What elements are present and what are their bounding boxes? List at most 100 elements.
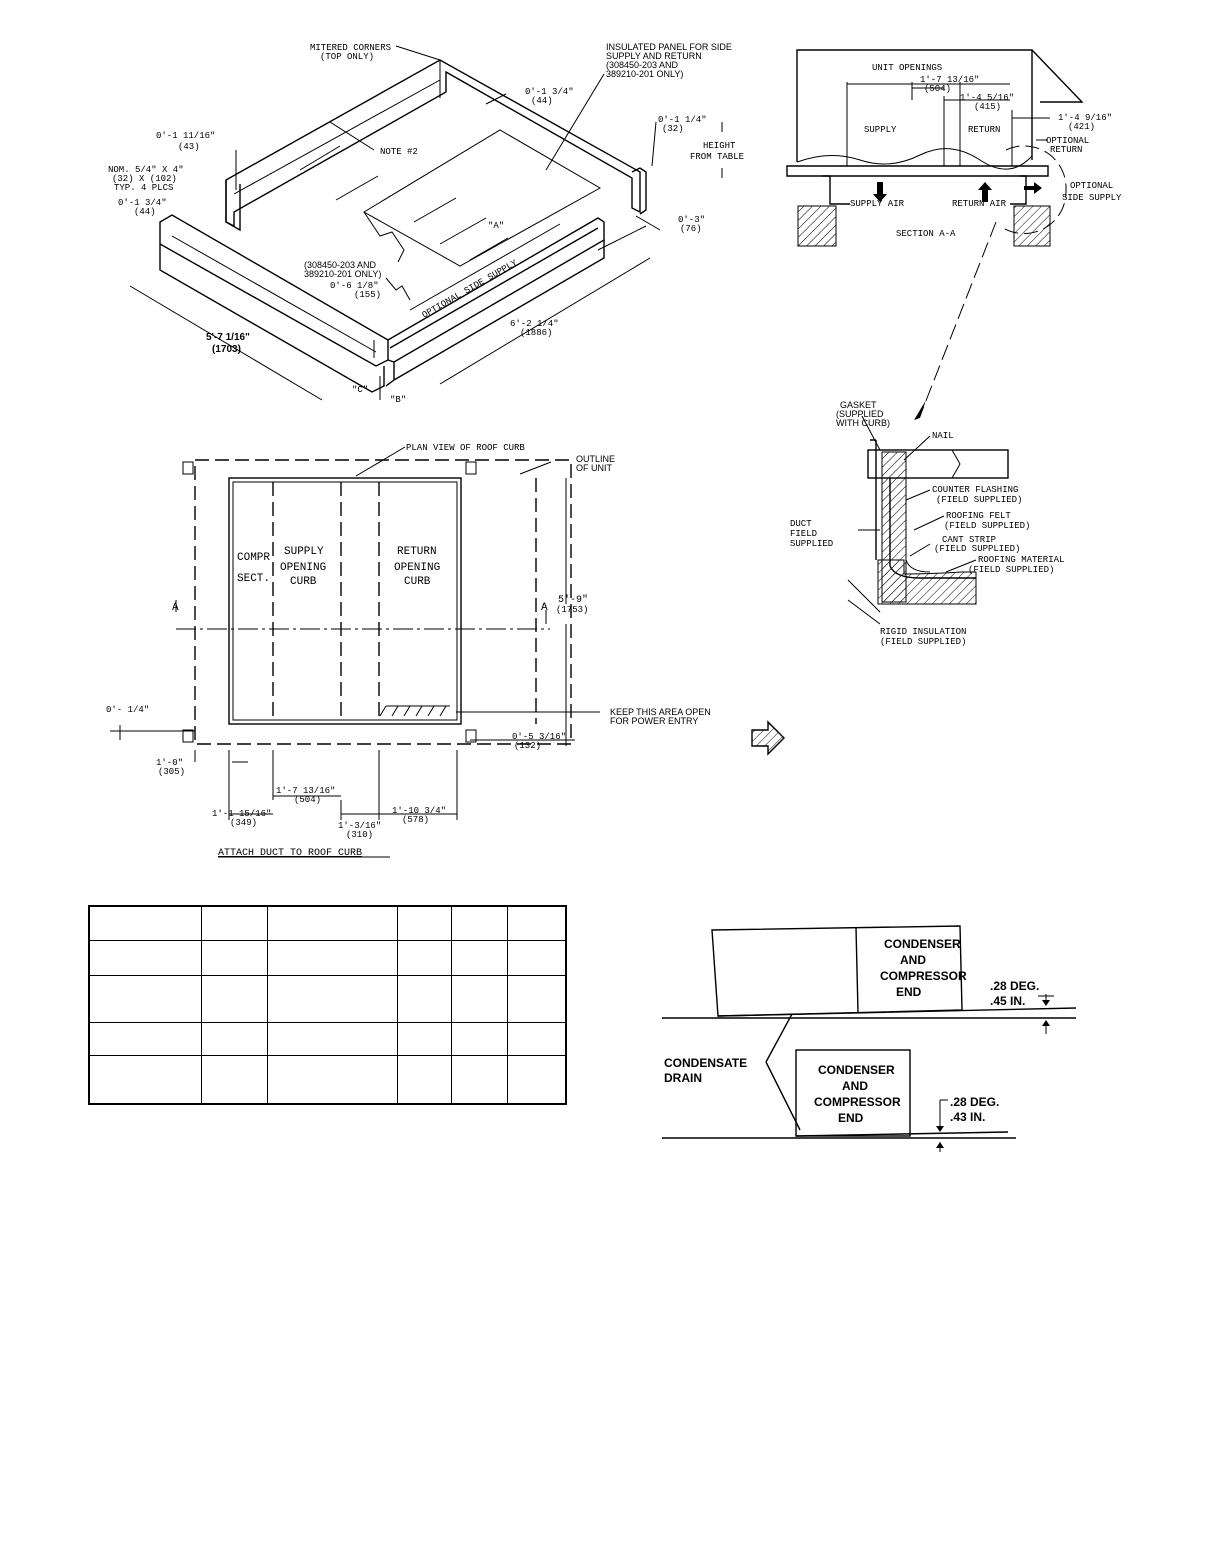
svg-text:ROOFING FELT: ROOFING FELT [946,511,1011,521]
svg-text:CURB: CURB [290,576,317,588]
svg-text:(421): (421) [1068,122,1095,132]
svg-text:CURB: CURB [404,576,431,588]
svg-text:OPTIONAL SIDE SUPPLY: OPTIONAL SIDE SUPPLY [421,258,520,321]
svg-text:COMPRESSOR: COMPRESSOR [814,1095,901,1109]
svg-text:SIDE SUPPLY: SIDE SUPPLY [1062,193,1122,203]
svg-text:KEEP THIS AREA OPEN: KEEP THIS AREA OPEN [610,707,711,717]
svg-text:RETURN: RETURN [968,125,1000,135]
svg-text:(308450-203 AND: (308450-203 AND [304,260,377,270]
svg-text:DRAIN: DRAIN [664,1071,702,1085]
svg-text:RETURN: RETURN [1050,145,1082,155]
svg-text:0'-6 1/8": 0'-6 1/8" [330,281,379,291]
svg-text:CONDENSER: CONDENSER [884,937,961,951]
svg-text:SUPPLY AIR: SUPPLY AIR [850,199,905,209]
svg-text:389210-201 ONLY): 389210-201 ONLY) [606,69,683,79]
svg-text:(FIELD SUPPLIED): (FIELD SUPPLIED) [944,521,1030,531]
svg-text:(305): (305) [158,767,185,777]
svg-text:0'-1 3/4": 0'-1 3/4" [525,87,574,97]
table-row [88,905,567,941]
svg-text:SUPPLY AND RETURN: SUPPLY AND RETURN [606,51,702,61]
svg-text:SUPPLY: SUPPLY [284,546,324,558]
svg-text:0'-1 1/4": 0'-1 1/4" [658,115,707,125]
svg-text:OPENING: OPENING [280,562,326,574]
svg-text:(415): (415) [974,102,1001,112]
svg-text:SUPPLIED: SUPPLIED [790,539,833,549]
svg-text:.28 DEG.: .28 DEG. [950,1095,999,1109]
svg-text:CANT STRIP: CANT STRIP [942,535,996,545]
svg-text:MITERED CORNERS: MITERED CORNERS [310,43,391,53]
svg-text:FROM TABLE: FROM TABLE [690,152,744,162]
svg-text:"B": "B" [390,395,406,405]
plan-view: PLAN VIEW OF ROOF CURB OUTLINE OF UNIT C… [106,443,711,859]
svg-text:RETURN: RETURN [397,546,437,558]
level-diagram: CONDENSER AND COMPRESSOR END .28 DEG. .4… [662,925,1077,1152]
svg-text:1'-7 13/16": 1'-7 13/16" [920,75,979,85]
hatched-arrow-icon [751,720,785,756]
svg-text:NOTE #2: NOTE #2 [380,147,418,157]
svg-text:PLAN VIEW OF ROOF CURB: PLAN VIEW OF ROOF CURB [406,443,525,453]
svg-text:FOR POWER ENTRY: FOR POWER ENTRY [610,716,698,726]
svg-text:OPTIONAL: OPTIONAL [1070,181,1113,191]
svg-text:(504): (504) [294,795,321,805]
svg-text:389210-201 ONLY): 389210-201 ONLY) [304,269,381,279]
svg-text:(349): (349) [230,818,257,828]
svg-text:(1753): (1753) [556,605,588,615]
svg-text:(504): (504) [924,84,951,94]
svg-text:1'-0": 1'-0" [156,758,183,768]
svg-text:GASKET: GASKET [840,400,877,410]
svg-text:(44): (44) [134,207,156,217]
svg-text:(FIELD SUPPLIED): (FIELD SUPPLIED) [934,544,1020,554]
svg-text:(FIELD SUPPLIED): (FIELD SUPPLIED) [880,637,966,647]
svg-text:END: END [838,1111,864,1125]
svg-text:INSULATED PANEL FOR SIDE: INSULATED PANEL FOR SIDE [606,42,732,52]
svg-text:0'-1 11/16": 0'-1 11/16" [156,131,215,141]
svg-text:A: A [541,602,548,614]
svg-text:(32) X (102): (32) X (102) [112,174,177,184]
svg-text:"A": "A" [488,221,504,231]
svg-text:(76): (76) [680,224,702,234]
svg-text:1'-3/16": 1'-3/16" [338,821,381,831]
svg-text:COUNTER FLASHING: COUNTER FLASHING [932,485,1018,495]
svg-text:ATTACH DUCT TO ROOF CURB: ATTACH DUCT TO ROOF CURB [218,848,362,859]
svg-text:0'-1 3/4": 0'-1 3/4" [118,198,167,208]
svg-text:SECTION A-A: SECTION A-A [896,229,956,239]
svg-text:(578): (578) [402,815,429,825]
table-row [88,1021,567,1056]
svg-text:OF UNIT: OF UNIT [576,463,612,473]
svg-text:OPENING: OPENING [394,562,440,574]
svg-text:A: A [172,602,179,614]
svg-text:.43 IN.: .43 IN. [950,1110,985,1124]
svg-text:(SUPPLIED: (SUPPLIED [836,409,884,419]
table-row [88,1054,567,1105]
svg-text:(TOP ONLY): (TOP ONLY) [320,52,374,62]
svg-text:TYP. 4 PLCS: TYP. 4 PLCS [114,183,173,193]
svg-text:(43): (43) [178,142,200,152]
svg-text:COMPR: COMPR [237,552,270,564]
svg-text:ROOFING MATERIAL: ROOFING MATERIAL [978,555,1064,565]
svg-text:(132): (132) [514,741,541,751]
svg-text:0'- 1/4": 0'- 1/4" [106,705,149,715]
svg-text:COMPRESSOR: COMPRESSOR [880,969,967,983]
svg-text:5'-7 1/16": 5'-7 1/16" [206,332,250,343]
table-row [88,939,567,976]
svg-text:1'-1 15/16": 1'-1 15/16" [212,809,271,819]
svg-text:0'-5 3/16": 0'-5 3/16" [512,732,566,742]
svg-text:(32): (32) [662,124,684,134]
svg-text:AND: AND [842,1079,868,1093]
section-a-a: UNIT OPENINGS 1'-7 13/16" (504) 1'-4 5/1… [786,49,1122,420]
svg-text:(44): (44) [531,96,553,106]
svg-text:NOM. 5/4" X 4": NOM. 5/4" X 4" [108,165,184,175]
svg-text:FIELD: FIELD [790,529,817,539]
svg-text:1'-4 9/16": 1'-4 9/16" [1058,113,1112,123]
svg-text:"C": "C" [352,385,368,395]
svg-text:OUTLINE: OUTLINE [576,454,615,464]
svg-text:WITH CURB): WITH CURB) [836,418,890,428]
table-row [88,974,567,1023]
svg-text:(155): (155) [354,290,381,300]
svg-text:OPTIONAL: OPTIONAL [1046,136,1089,146]
svg-text:(FIELD SUPPLIED): (FIELD SUPPLIED) [968,565,1054,575]
svg-text:.28 DEG.: .28 DEG. [990,979,1039,993]
svg-text:5'-9": 5'-9" [558,594,588,606]
svg-text:(FIELD SUPPLIED): (FIELD SUPPLIED) [936,495,1022,505]
